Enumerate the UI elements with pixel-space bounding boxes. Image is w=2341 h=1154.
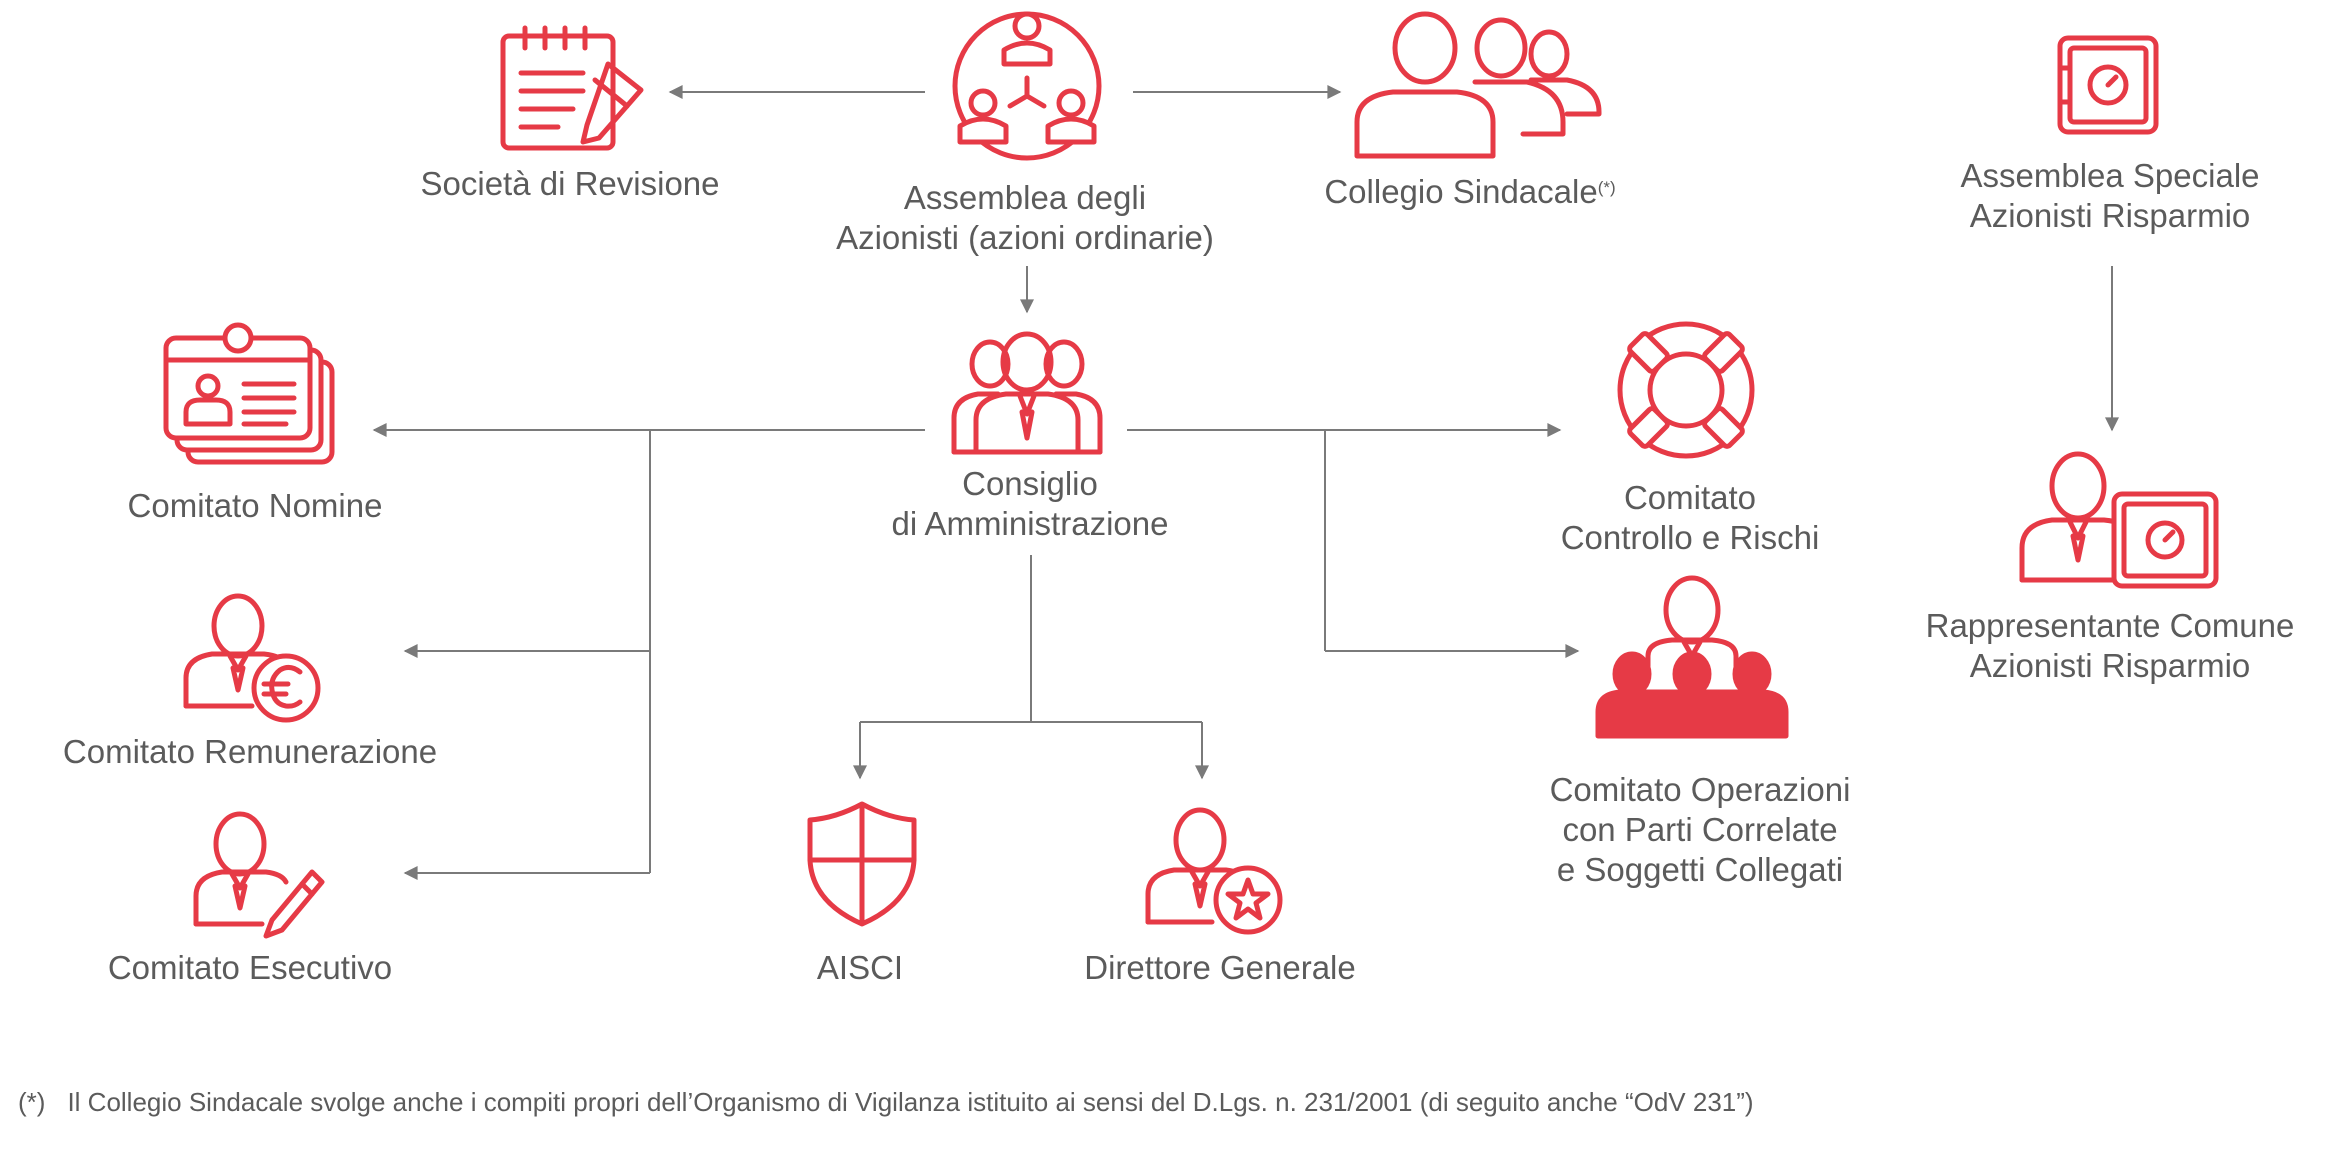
lifebuoy-icon [1617,321,1755,459]
notepad-pencil-icon [500,25,644,151]
person-safe-icon [2019,451,2219,589]
rappresentante-comune-label: Rappresentante Comune Azionisti Risparmi… [1925,607,2295,684]
person-star-icon [1145,807,1283,935]
shield-icon [807,801,917,927]
collegio-footnote-mark: (*) [1597,178,1616,197]
safe-icon [2057,35,2159,135]
aisci-label: AISCI [816,949,904,986]
footnote: (*) Il Collegio Sindacale svolge anche i … [18,1086,1754,1118]
comitato-nomine-label: Comitato Nomine [127,487,383,524]
id-cards-icon [163,322,335,465]
direttore-generale-label: Direttore Generale [1084,949,1356,986]
board-people-icon [951,331,1103,455]
collegio-sindacale-label: Collegio Sindacale(*) [1324,173,1616,210]
comitato-operazioni-label: Comitato Operazioni con Parti Correlate … [1549,771,1851,888]
people-group-icon [1354,11,1602,159]
comitato-esecutivo-label: Comitato Esecutivo [107,949,393,986]
speaker-audience-icon [1595,575,1789,739]
assemblea-azionisti-label: Assemblea degli Azionisti (azioni ordina… [836,179,1214,256]
societa-revisione-label: Società di Revisione [420,165,720,202]
connectors [372,85,2119,880]
comitato-controllo-rischi-label: Comitato Controllo e Rischi [1560,479,1820,556]
person-pen-icon [193,811,325,939]
consiglio-amministrazione-label: Consiglio di Amministrazione [891,465,1169,542]
footnote-text: Il Collegio Sindacale svolge anche i com… [67,1087,1754,1117]
footnote-mark: (*) [18,1087,46,1117]
shareholders-network-icon [952,11,1102,161]
person-euro-icon [183,593,321,723]
comitato-remunerazione-label: Comitato Remunerazione [62,733,438,770]
assemblea-speciale-label: Assemblea Speciale Azionisti Risparmio [1960,157,2260,234]
